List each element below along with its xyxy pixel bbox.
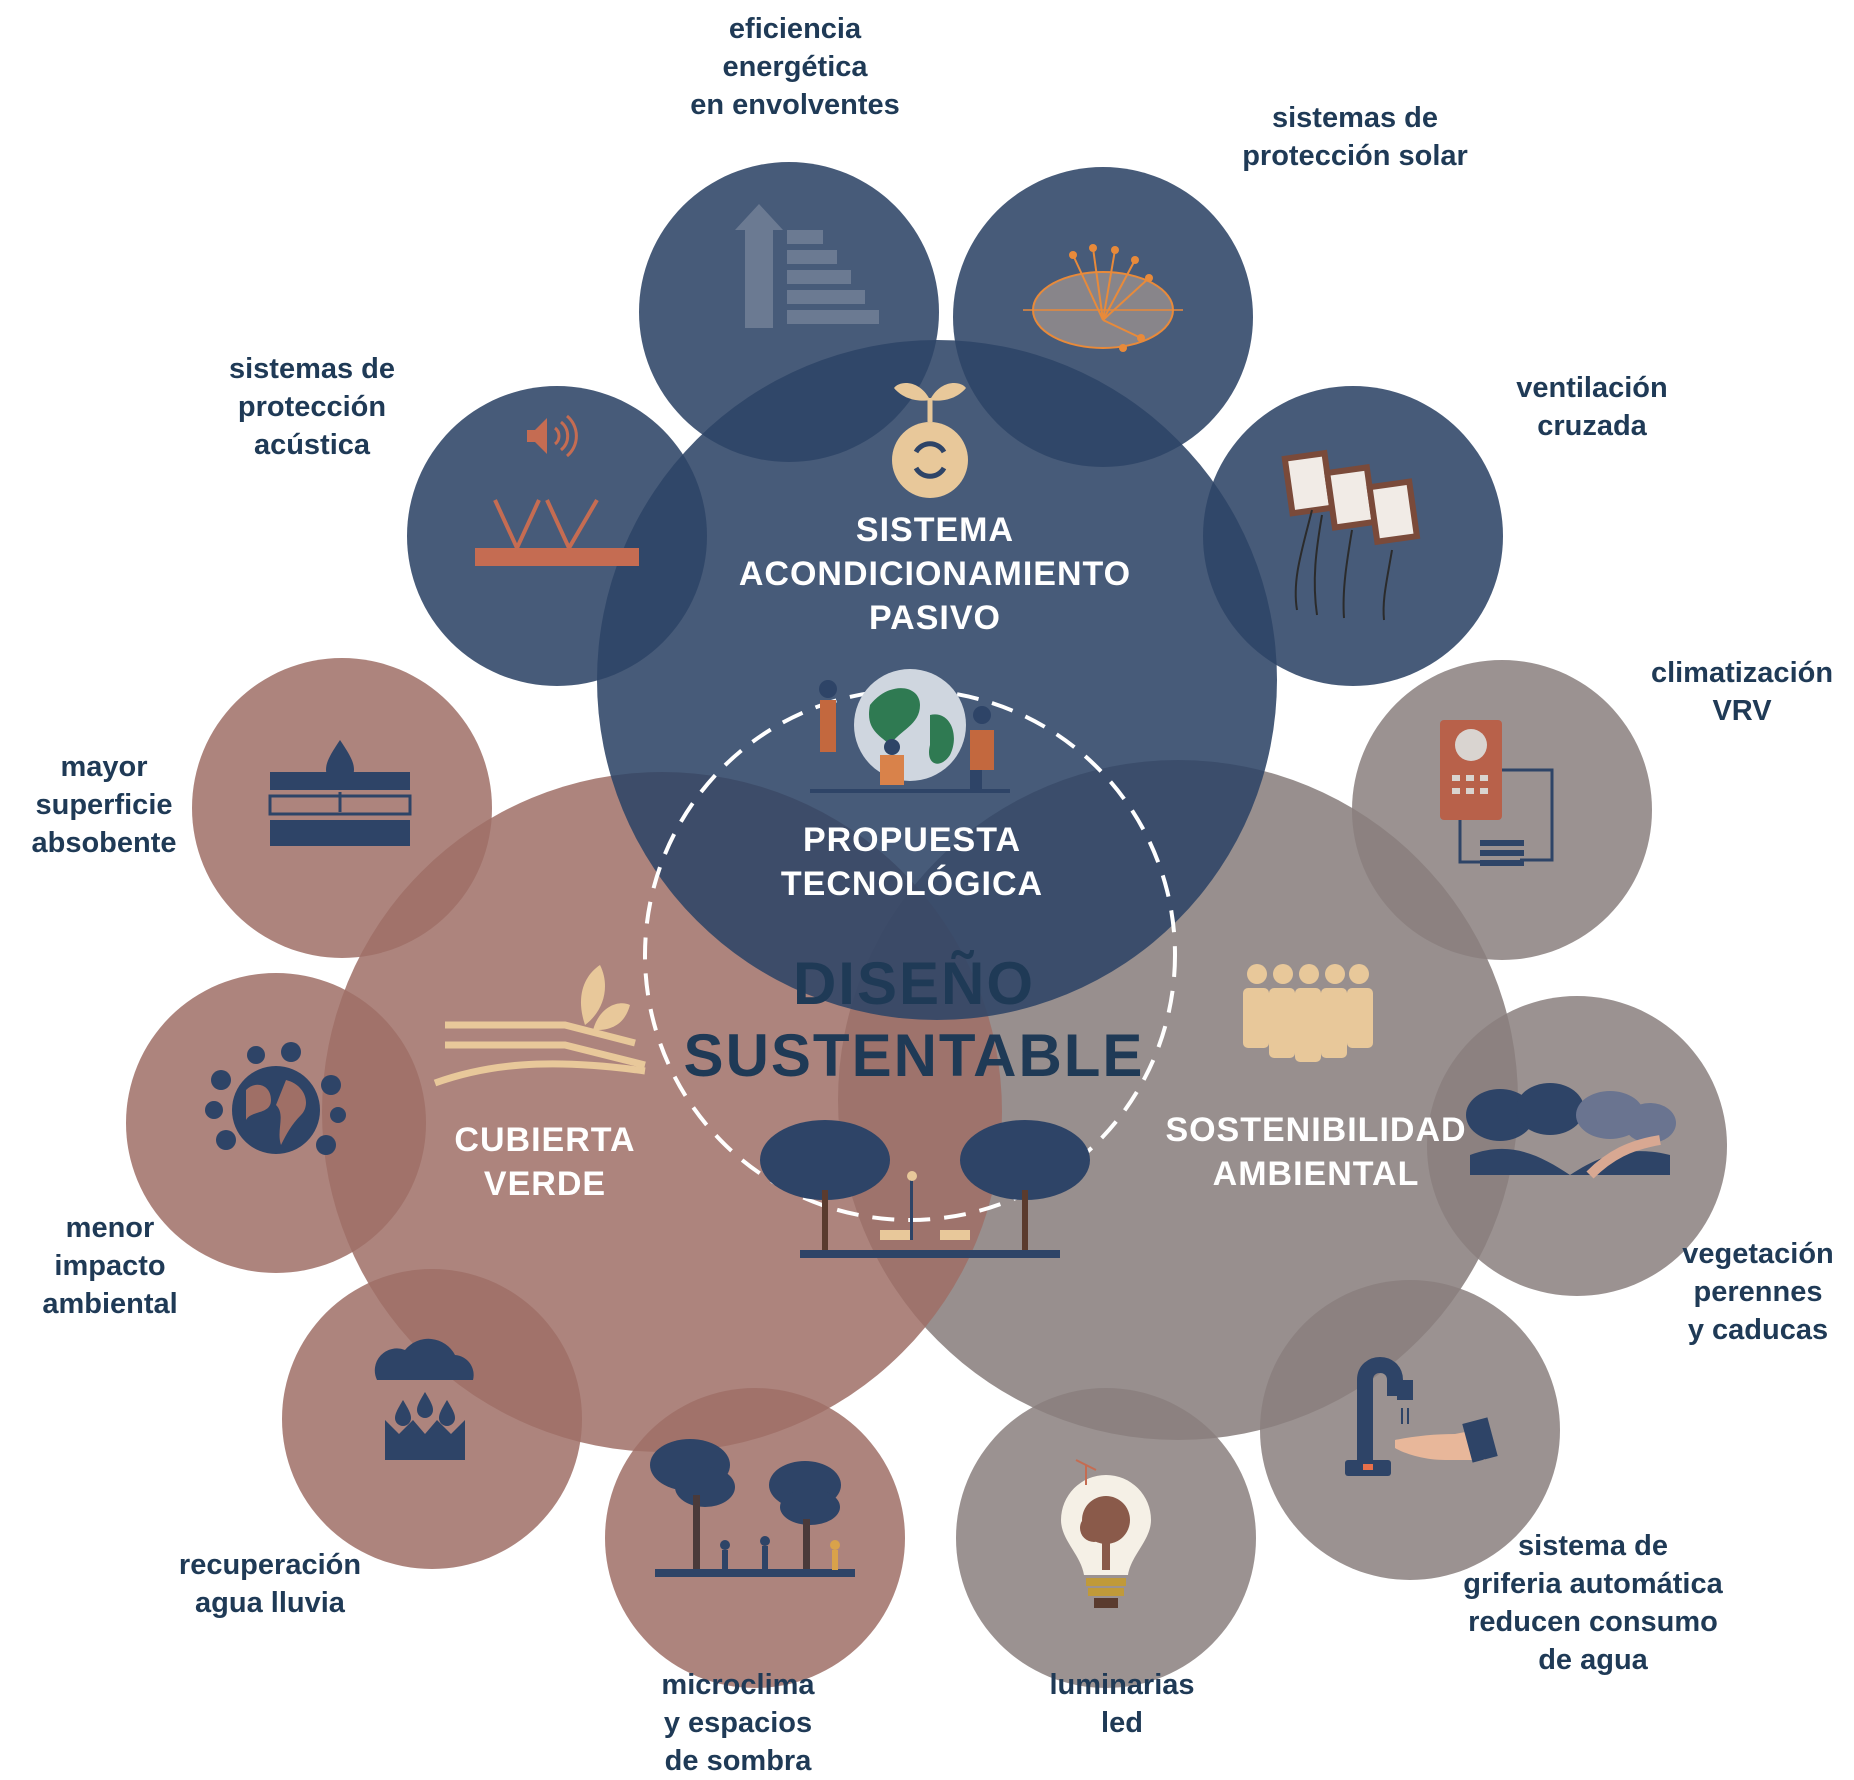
label-eficiencia-line3: en envolventes [690,89,900,121]
center-propuesta-line2: TECNOLÓGICA [780,865,1044,903]
acoustic-protection-icon [475,414,639,566]
label-microclima-line2: y espacios [663,1707,813,1739]
label-acustica-line3: acústica [253,429,371,461]
park-trees-icon [760,1120,1090,1258]
green-roof-icon [433,965,646,1087]
sprout-recycle-icon [892,383,968,498]
label-acustica-line2: protección [237,391,387,423]
label-griferia-line4: de agua [1538,1644,1648,1676]
cross-ventilation-icon [1281,449,1421,621]
label-luminarias: luminarias led [1049,1666,1194,1742]
label-impacto-line2: impacto [54,1250,166,1282]
label-lluvia: recuperación agua lluvia [179,1546,361,1622]
microclimate-park-icon [650,1439,855,1577]
label-vegetacion: vegetación perennes y caducas [1682,1235,1834,1349]
group-title-pasivo-line1: SISTEMA [855,511,1015,549]
label-proteccion-solar-line1: sistemas de [1271,102,1439,134]
water-absorbing-icon [268,740,412,846]
label-microclima-line3: de sombra [664,1745,812,1777]
label-impacto: menor impacto ambiental [42,1209,177,1323]
center-main-title: DISEÑO SUSTENTABLE [684,948,1145,1092]
group-title-cubierta-line1: CUBIERTA [454,1121,636,1159]
sun-path-icon [1023,244,1183,352]
globe-icon [205,1042,346,1155]
label-acustica: sistemas de protección acústica [229,350,395,464]
label-climatizacion: climatización VRV [1651,654,1833,730]
label-microclima: microclima y espacios de sombra [661,1666,814,1780]
label-superficie-line1: mayor [60,751,148,783]
label-griferia: sistema de griferia automática reducen c… [1463,1527,1722,1679]
label-acustica-line1: sistemas de [228,353,396,385]
group-title-sostenibilidad-line2: AMBIENTAL [1212,1155,1420,1193]
circle-superficie [192,658,492,958]
center-main-title-line2: SUSTENTABLE [683,1022,1145,1089]
label-griferia-line3: reducen consumo [1468,1606,1718,1638]
label-proteccion-solar-line2: protección solar [1242,140,1468,172]
led-bulb-icon [1061,1459,1151,1608]
label-vegetacion-line1: vegetación [1682,1238,1834,1270]
circle-griferia [1260,1280,1560,1580]
label-ventilacion: ventilación cruzada [1516,369,1668,445]
label-luminarias-line2: led [1101,1707,1143,1739]
group-title-cubierta: CUBIERTA VERDE [454,1118,635,1206]
label-lluvia-line2: agua lluvia [195,1587,345,1619]
label-impacto-line1: menor [65,1212,155,1244]
label-vegetacion-line3: y caducas [1687,1314,1829,1346]
label-superficie-line3: absobente [31,827,177,859]
group-title-sostenibilidad: SOSTENIBILIDAD AMBIENTAL [1165,1108,1466,1196]
group-title-sostenibilidad-line1: SOSTENIBILIDAD [1165,1111,1467,1149]
label-impacto-line3: ambiental [42,1288,178,1320]
circle-ventilacion [1203,386,1503,686]
label-griferia-line1: sistema de [1518,1530,1668,1562]
label-ventilacion-line1: ventilación [1516,372,1668,404]
group-title-pasivo-line3: PASIVO [869,599,1001,637]
label-vegetacion-line2: perennes [1693,1276,1823,1308]
label-eficiencia-line1: eficiencia [728,13,862,45]
label-superficie: mayor superficie absobente [31,748,176,862]
label-proteccion-solar: sistemas de protección solar [1242,99,1468,175]
group-title-pasivo-line2: ACONDICIONAMIENTO [738,555,1132,593]
center-propuesta-line1: PROPUESTA [802,821,1022,859]
label-luminarias-line1: luminarias [1049,1669,1195,1701]
center-propuesta: PROPUESTA TECNOLÓGICA [781,818,1043,906]
circle-acustica [407,386,707,686]
circle-vegetacion [1427,996,1727,1296]
label-ventilacion-line2: cruzada [1537,410,1647,442]
label-climatizacion-line2: VRV [1712,695,1772,727]
circle-lluvia [282,1269,582,1569]
label-lluvia-line1: recuperación [178,1549,362,1581]
label-griferia-line2: griferia automática [1463,1568,1723,1600]
people-group-icon [1243,964,1373,1062]
energy-efficiency-icon [735,204,879,328]
vegetation-icon [1466,1083,1676,1179]
group-title-pasivo: SISTEMA ACONDICIONAMIENTO PASIVO [739,508,1131,640]
world-community-icon [810,669,1010,793]
label-eficiencia: eficiencia energética en envolventes [690,10,900,124]
label-microclima-line1: microclima [661,1669,815,1701]
automatic-faucet-icon [1345,1357,1498,1476]
circle-microclima [605,1388,905,1688]
center-main-title-line1: DISEÑO [792,950,1036,1017]
rain-collection-icon [374,1338,474,1460]
label-eficiencia-line2: energética [722,51,868,83]
label-superficie-line2: superficie [35,789,173,821]
vrv-unit-icon [1440,720,1554,866]
label-climatizacion-line1: climatización [1650,657,1834,689]
group-title-cubierta-line2: VERDE [483,1165,607,1203]
